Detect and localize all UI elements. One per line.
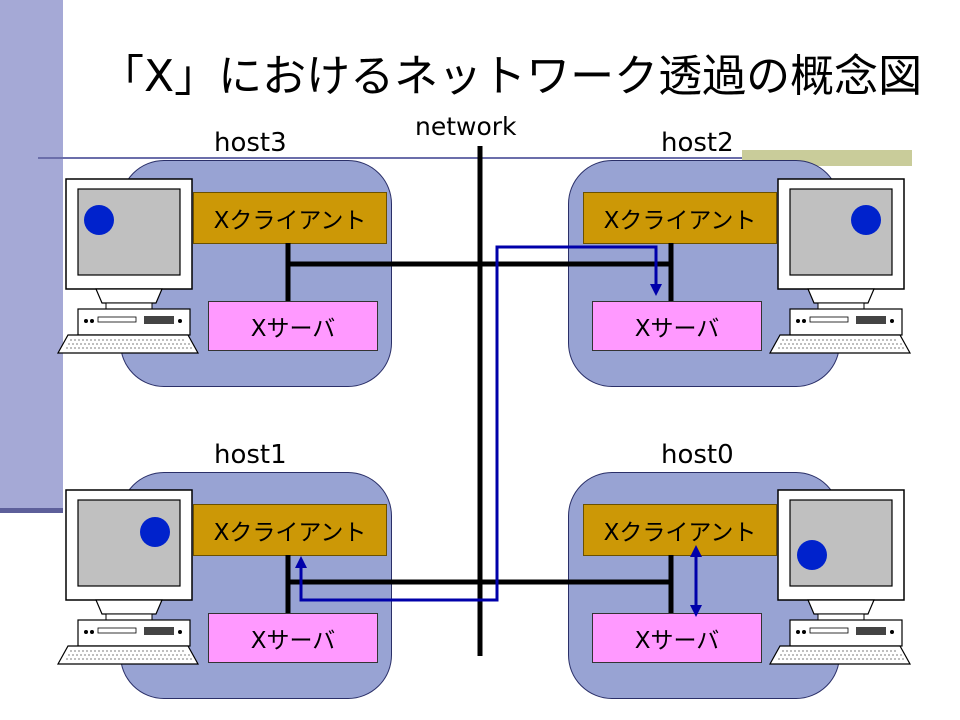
screen-dot-icon: [140, 517, 170, 547]
x-server-host0: Xサーバ: [592, 613, 762, 663]
x-client-host3: Xクライアント: [193, 192, 387, 244]
flow-arrow-icon: [295, 245, 662, 602]
x-client-host0: Xクライアント: [583, 504, 777, 556]
x-server-host2: Xサーバ: [592, 301, 762, 351]
computer-icon: [769, 178, 911, 354]
host-label-host2: host2: [661, 128, 734, 158]
screen-dot-icon: [84, 205, 114, 235]
screen-dot-icon: [851, 205, 881, 235]
x-server-host1: Xサーバ: [208, 613, 378, 663]
x-client-host1: Xクライアント: [193, 504, 387, 556]
host-label-host1: host1: [214, 440, 287, 470]
host-label-host0: host0: [661, 440, 734, 470]
computer-icon: [57, 178, 199, 354]
x-server-host3: Xサーバ: [208, 301, 378, 351]
title-rule: [38, 157, 911, 159]
screen-dot-icon: [797, 540, 827, 570]
network-links: [285, 243, 674, 613]
computer-icon: [57, 489, 199, 665]
sidebar-shadow: [0, 508, 63, 513]
host-label-host3: host3: [214, 128, 287, 158]
slide-title: 「X」におけるネットワーク透過の概念図: [100, 51, 923, 102]
x-client-host2: Xクライアント: [583, 192, 777, 244]
network-label: network: [415, 112, 517, 141]
computer-icon: [769, 489, 911, 665]
sidebar-decoration: [0, 0, 63, 513]
flow-arrow-icon: [690, 545, 702, 617]
